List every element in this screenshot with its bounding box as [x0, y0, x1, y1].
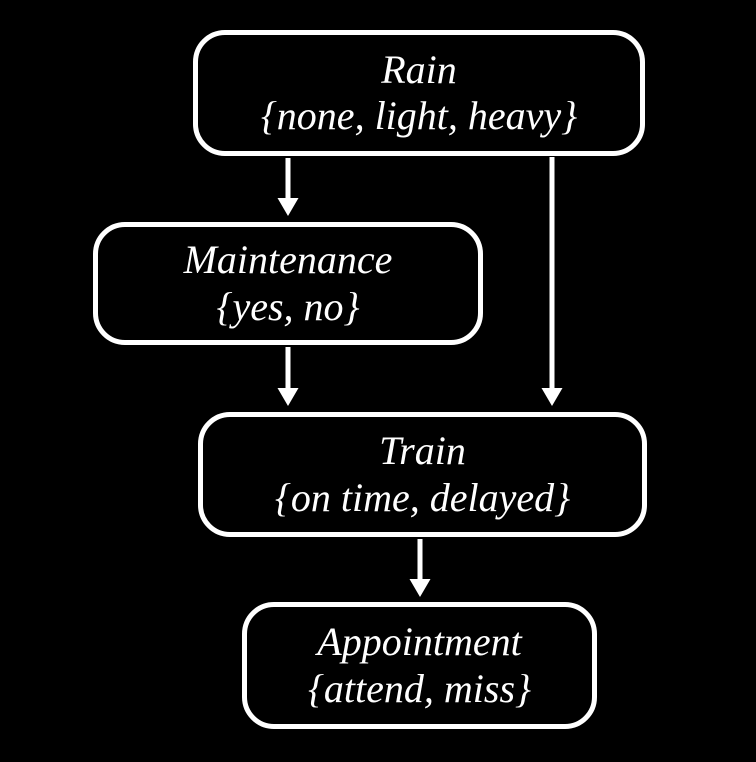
node-appointment: Appointment {attend, miss} — [242, 602, 597, 729]
arrow-maintenance-to-train — [277, 347, 299, 406]
node-maintenance-label: Maintenance — [183, 237, 393, 283]
node-train-values: {on time, delayed} — [274, 474, 571, 520]
arrow-train-to-appointment — [409, 539, 431, 597]
node-train: Train {on time, delayed} — [198, 412, 647, 537]
node-rain-label: Rain — [381, 46, 457, 92]
node-train-label: Train — [379, 428, 466, 474]
node-appointment-values: {attend, miss} — [307, 665, 532, 711]
node-rain-values: {none, light, heavy} — [260, 93, 578, 138]
node-maintenance: Maintenance {yes, no} — [93, 222, 483, 345]
node-maintenance-values: {yes, no} — [216, 283, 360, 329]
arrow-rain-to-train — [541, 157, 563, 406]
node-rain: Rain {none, light, heavy} — [193, 30, 645, 156]
arrow-rain-to-maintenance — [277, 158, 299, 216]
node-appointment-label: Appointment — [317, 619, 522, 665]
